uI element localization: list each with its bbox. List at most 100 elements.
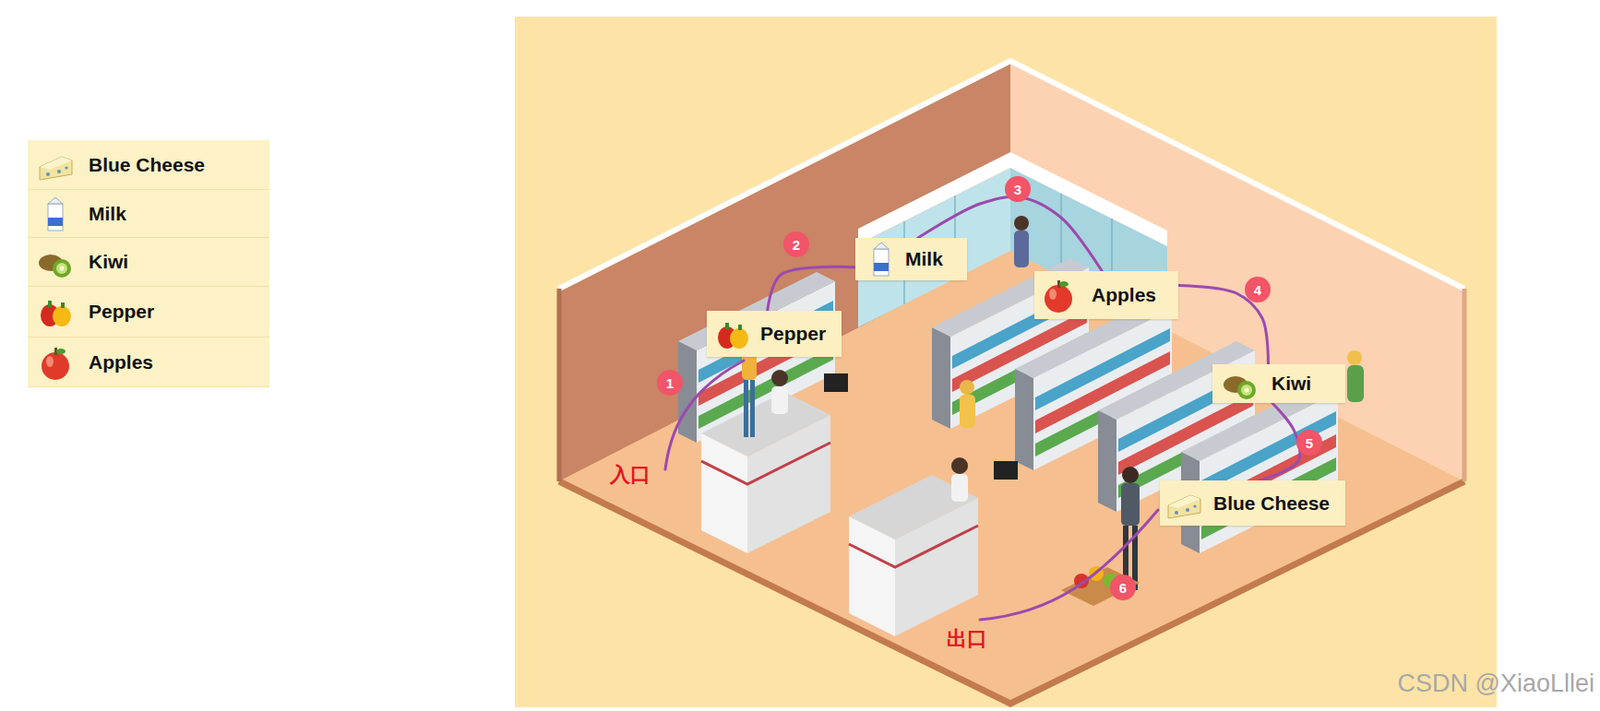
route-line xyxy=(979,510,1159,621)
product-icon xyxy=(59,266,65,272)
product-icon xyxy=(729,328,749,349)
people xyxy=(959,380,975,395)
shelf-unit xyxy=(678,258,1338,554)
product-icon xyxy=(56,262,68,275)
people xyxy=(1347,365,1364,403)
product-icon xyxy=(717,322,749,349)
callout-number: 3 xyxy=(1004,176,1031,203)
people xyxy=(951,457,968,475)
product-icon xyxy=(36,243,74,281)
store-room xyxy=(1462,288,1468,482)
store-room xyxy=(559,250,1465,705)
product-label: Blue Cheese xyxy=(1159,480,1346,526)
product-icon xyxy=(46,356,54,368)
product-icon xyxy=(60,302,65,309)
product-icon xyxy=(47,300,52,308)
product-icon xyxy=(1059,281,1069,287)
list-item: Blue Cheese xyxy=(27,140,270,191)
list-item: Kiwi xyxy=(27,238,270,287)
people xyxy=(771,386,789,415)
list-item: Milk xyxy=(27,190,270,239)
product-icon xyxy=(1174,511,1179,515)
fruit-basket xyxy=(1061,567,1140,607)
product-icon xyxy=(873,242,889,276)
product-icon xyxy=(38,254,72,278)
people xyxy=(741,215,1364,591)
product-icon xyxy=(1044,285,1073,313)
checkout-counter xyxy=(701,433,748,554)
product-icon xyxy=(52,306,72,327)
product-icon xyxy=(56,348,66,355)
product-icon xyxy=(41,352,70,381)
list-item: Pepper xyxy=(27,286,270,338)
product-icon xyxy=(1165,485,1203,523)
checkout-counter xyxy=(895,498,979,637)
people xyxy=(743,380,749,438)
product-icon xyxy=(64,166,68,169)
product-icon xyxy=(1221,365,1259,403)
item-name: Milk xyxy=(905,248,944,271)
product-icon xyxy=(46,172,50,177)
store-room xyxy=(559,60,1465,705)
item-name: Apples xyxy=(88,351,154,374)
product-icon xyxy=(1237,381,1256,400)
product-icon xyxy=(39,156,72,170)
product-label: Milk xyxy=(855,238,968,281)
people xyxy=(951,474,968,502)
product-icon xyxy=(1244,388,1250,394)
checkout-counter xyxy=(823,373,848,393)
item-name: Kiwi xyxy=(1271,372,1312,395)
callout-number: 4 xyxy=(1244,276,1271,303)
item-name: Pepper xyxy=(88,300,155,323)
route-line xyxy=(1260,403,1301,481)
item-name: Blue Cheese xyxy=(1213,492,1330,515)
product-icon xyxy=(1039,276,1077,314)
fruit-basket xyxy=(1061,566,1140,607)
store-room xyxy=(559,481,1465,705)
product-icon xyxy=(862,240,900,278)
product-icon xyxy=(873,262,889,272)
checkout-counter xyxy=(848,525,979,568)
people xyxy=(1014,230,1029,268)
item-name: Blue Cheese xyxy=(88,154,205,177)
product-icon xyxy=(40,300,72,327)
checkout-counter xyxy=(701,373,1018,637)
people xyxy=(1121,483,1140,526)
product-icon xyxy=(36,293,74,331)
product-icon xyxy=(36,146,74,184)
store-room xyxy=(557,288,562,482)
product-icon xyxy=(1049,288,1057,300)
product-icon xyxy=(47,217,63,227)
checkout-counter xyxy=(848,516,896,637)
product-icon xyxy=(1223,376,1256,400)
people xyxy=(1014,215,1029,231)
watermark: CSDN @XiaoLllei xyxy=(1397,669,1595,699)
scene-ground xyxy=(514,16,1497,708)
callout-number: 2 xyxy=(783,231,810,258)
blank-panel xyxy=(27,496,270,648)
product-icon xyxy=(1193,504,1196,508)
list-item: Apples xyxy=(27,337,270,388)
exit-label: 出口 xyxy=(946,625,988,654)
product-icon xyxy=(39,156,72,180)
item-name: Milk xyxy=(88,202,127,226)
product-icon xyxy=(57,169,61,174)
product-icon xyxy=(873,249,889,276)
item-name: Pepper xyxy=(760,322,826,346)
product-icon xyxy=(738,324,742,331)
product-label: Kiwi xyxy=(1212,364,1346,404)
product-icon xyxy=(714,315,752,353)
product-icon xyxy=(1168,495,1201,509)
people xyxy=(959,394,976,429)
item-name: Kiwi xyxy=(88,250,129,274)
callout-number: 6 xyxy=(1110,574,1136,601)
shelf-unit xyxy=(1181,382,1338,554)
product-icon xyxy=(47,197,63,231)
product-icon xyxy=(1168,495,1201,519)
product-label: Apples xyxy=(1034,271,1179,320)
people xyxy=(1347,350,1362,366)
people xyxy=(1122,466,1139,484)
product-icon xyxy=(36,195,74,233)
product-icon xyxy=(1044,280,1073,313)
